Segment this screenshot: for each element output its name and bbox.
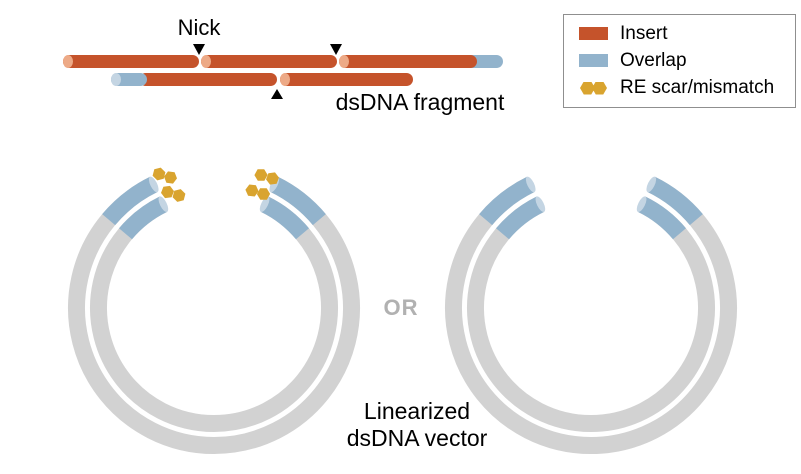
vector-caption: Linearized dsDNA vector: [312, 398, 522, 452]
nick-arrow-down-icon: [330, 44, 342, 55]
re-scar-hexagon-icon: [172, 189, 186, 202]
re-scar-hexagon-icon: [266, 172, 279, 185]
insert-segment: [63, 55, 199, 68]
linearized-vector-right: [445, 176, 737, 454]
segment-end-cap: [111, 73, 121, 86]
segment-end-cap: [280, 73, 290, 86]
vector-backbone-ring: [467, 196, 715, 432]
segment-end-cap: [339, 55, 349, 68]
strand-end-cap: [535, 196, 546, 212]
legend-item-insert: Insert: [564, 20, 795, 47]
segment-end-cap: [63, 55, 73, 68]
vector-backbone-ring: [68, 176, 360, 454]
strand-end-cap: [636, 196, 647, 212]
legend: Insert Overlap RE scar/mismatch: [563, 14, 796, 108]
re-scar-hexagon-icon: [164, 171, 177, 184]
nick-arrow-down-icon: [193, 44, 205, 55]
re-scar-icon: [579, 81, 608, 95]
overlap-segment: [111, 73, 147, 86]
insert-segment: [280, 73, 413, 86]
segment-end-cap: [201, 55, 211, 68]
hexagon-icon: [592, 81, 607, 95]
re-scar-hexagon-icon: [161, 185, 174, 199]
legend-label: Overlap: [620, 49, 687, 71]
hexagon-icon: [580, 81, 595, 95]
legend-label: RE scar/mismatch: [620, 76, 775, 98]
legend-label: Insert: [620, 22, 668, 44]
re-scar-hexagon-icon: [254, 169, 268, 181]
vector-caption-line2: dsDNA vector: [346, 425, 488, 451]
vector-backbone-ring: [445, 176, 737, 454]
re-scar-hexagon-icon: [245, 184, 259, 197]
vector-backbone-ring: [90, 196, 338, 432]
or-label: OR: [383, 295, 419, 320]
legend-item-overlap: Overlap: [564, 47, 795, 74]
strand-end-cap: [158, 196, 169, 212]
insert-swatch: [579, 27, 608, 40]
strand-end-cap: [525, 176, 536, 193]
nick-arrow-up-icon: [271, 89, 283, 99]
strand-end-cap: [148, 176, 159, 193]
linearized-vector-left: [68, 167, 360, 454]
strand-end-cap: [259, 196, 270, 212]
nick-label: Nick: [177, 15, 221, 40]
vector-caption-line1: Linearized: [363, 398, 471, 424]
overlap-swatch: [579, 54, 608, 67]
insert-segment: [139, 73, 277, 86]
insert-segment: [339, 55, 477, 68]
fragment-caption: dsDNA fragment: [335, 89, 505, 115]
insert-segment: [201, 55, 337, 68]
strand-end-cap: [646, 176, 657, 193]
re-scar-hexagon-icon: [152, 167, 166, 181]
re-scar-hexagon-icon: [256, 188, 271, 200]
legend-item-re-scar: RE scar/mismatch: [564, 74, 795, 101]
